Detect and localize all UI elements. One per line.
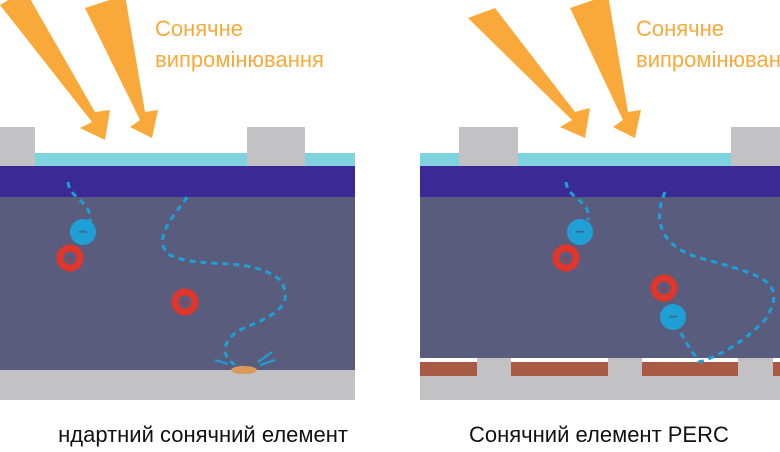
electron: − [660, 304, 686, 330]
recombination-flash-icon [214, 351, 276, 366]
electron-path [564, 181, 590, 221]
caption: Сонячний елемент PERC [469, 422, 729, 447]
hole: + [56, 244, 84, 272]
bottom-contact [0, 370, 355, 400]
bottom-contact [420, 376, 780, 400]
electron-path [658, 191, 776, 364]
hole: + [552, 244, 580, 272]
sunlight-arrow [0, 0, 110, 140]
sunlight-arrow [468, 8, 590, 138]
svg-text:+: + [181, 296, 188, 310]
electron-path [66, 181, 92, 223]
sunlight-label: випромінювання [155, 47, 324, 72]
recombination-site [231, 366, 257, 374]
hole: + [171, 288, 199, 316]
local-contact [738, 358, 773, 376]
sunlight-arrow [85, 0, 158, 138]
perc-cell: − + + − Сонячне випромінювання Сонячний … [420, 0, 780, 447]
svg-text:−: − [575, 224, 584, 241]
svg-text:+: + [562, 252, 569, 266]
electron: − [567, 219, 593, 245]
sunlight-label: випромінювання [636, 47, 780, 72]
sunlight-arrow [570, 0, 641, 138]
sunlight-label: Сонячне [636, 16, 724, 41]
front-contact [247, 127, 305, 166]
front-contact [459, 127, 518, 166]
electron: − [70, 219, 96, 245]
front-contact [0, 127, 35, 166]
passivation-layer [420, 362, 780, 376]
svg-text:+: + [660, 282, 667, 296]
emitter-layer [0, 166, 355, 197]
caption: ндартний сонячний елемент [58, 422, 348, 447]
front-contact [731, 127, 780, 166]
electron-path [161, 196, 287, 370]
svg-text:+: + [66, 252, 73, 266]
local-contact [477, 358, 511, 376]
emitter-layer [420, 166, 780, 197]
svg-text:−: − [78, 224, 87, 241]
base-layer [0, 197, 355, 370]
sunlight-label: Сонячне [155, 16, 243, 41]
local-contact [608, 358, 642, 376]
standard-cell: − + + Сонячне випромінювання ндартний со… [0, 0, 355, 447]
hole: + [650, 274, 678, 302]
svg-text:−: − [668, 309, 677, 326]
base-layer [420, 197, 780, 358]
